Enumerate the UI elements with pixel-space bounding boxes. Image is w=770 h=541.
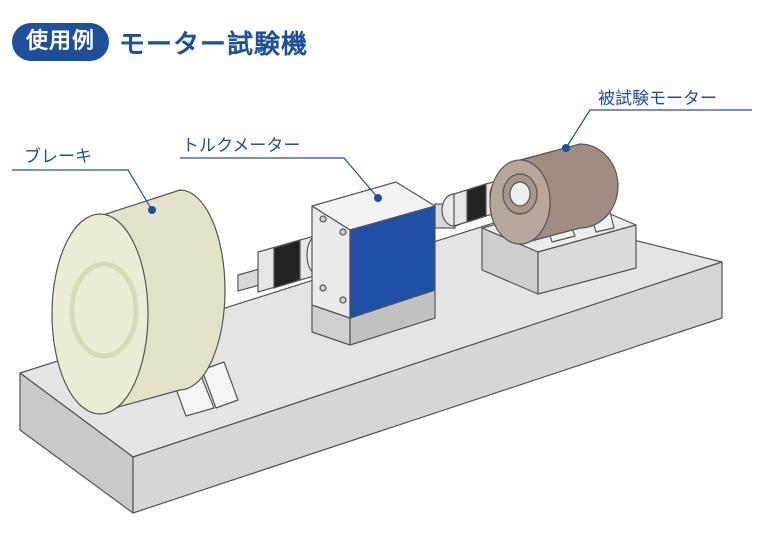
torque-meter-label: トルクメーター [182,136,301,156]
brake-leader-line [12,169,153,211]
test-motor [489,143,619,245]
brake-label: ブレーキ [24,147,92,167]
torque-meter-leader-line [180,157,379,199]
test-motor-label: 被試験モーター [598,89,717,109]
leader-lines [12,109,752,211]
torque-meter [311,181,436,346]
brake [51,189,239,417]
usage-example-badge: 使用例 [12,23,110,61]
page-title: モーター試験機 [119,29,309,60]
header: 使用例 モーター試験機 [12,22,308,62]
motor-leader-line [565,109,752,149]
